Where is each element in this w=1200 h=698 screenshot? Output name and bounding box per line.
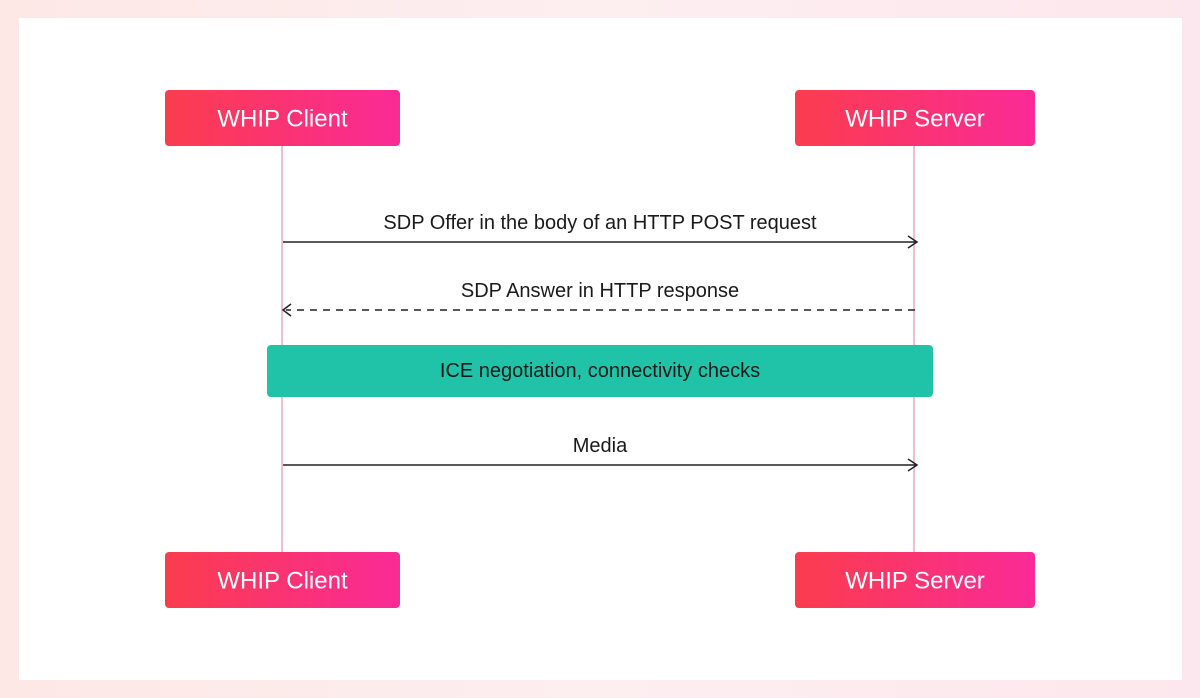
- ice-negotiation-note-label: ICE negotiation, connectivity checks: [440, 360, 760, 382]
- message-sdp-answer-label: SDP Answer in HTTP response: [461, 280, 739, 302]
- server-actor-bottom-label: WHIP Server: [845, 568, 985, 595]
- server-actor-bottom: WHIP Server: [795, 552, 1035, 608]
- client-actor-top: WHIP Client: [165, 90, 400, 146]
- message-media-label: Media: [573, 435, 628, 457]
- arrowhead-right-icon: [907, 235, 919, 249]
- ice-negotiation-note: ICE negotiation, connectivity checks: [267, 345, 933, 397]
- message-sdp-offer-label: SDP Offer in the body of an HTTP POST re…: [383, 212, 817, 234]
- client-actor-bottom: WHIP Client: [165, 552, 400, 608]
- message-media: Media: [283, 435, 919, 472]
- server-actor-top: WHIP Server: [795, 90, 1035, 146]
- server-actor-top-label: WHIP Server: [845, 106, 985, 133]
- message-sdp-answer: SDP Answer in HTTP response: [281, 280, 915, 317]
- client-actor-top-label: WHIP Client: [217, 106, 348, 133]
- arrowhead-left-icon: [281, 303, 292, 317]
- arrowhead-right-icon: [907, 458, 919, 472]
- message-sdp-offer: SDP Offer in the body of an HTTP POST re…: [283, 212, 919, 249]
- client-actor-bottom-label: WHIP Client: [217, 568, 348, 595]
